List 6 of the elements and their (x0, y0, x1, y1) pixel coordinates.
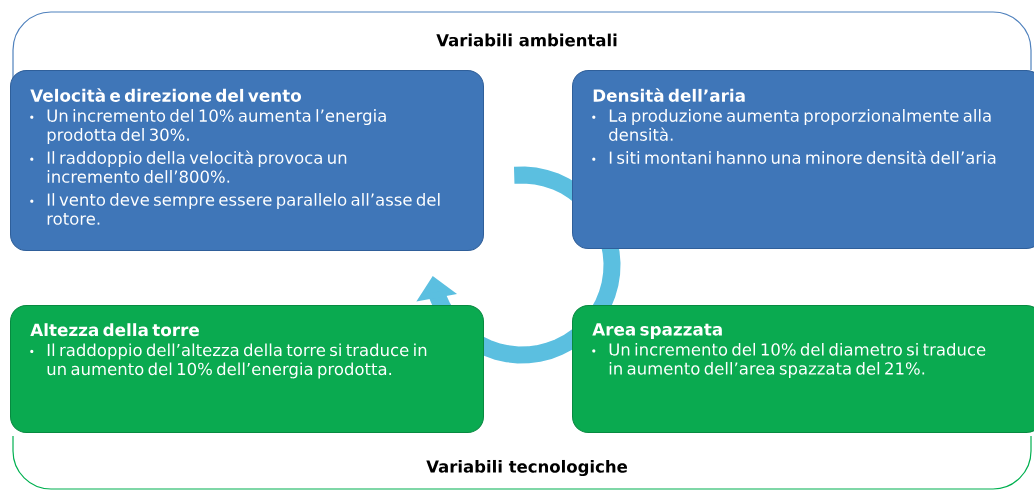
text-box: Area spazzata Un incremento del 10% del diametro si traduce in aumento dell’area spazzata del 21%. (572, 305, 1034, 433)
section-title: Variabili ambientali (436, 33, 617, 47)
text-box: Densità dell’aria La produzione aumenta proporzionalmente alla densità. I siti montani hanno una minore densità dell’aria (572, 70, 1034, 249)
text-box: Altezza della torre Il raddoppio dell’altezza della torre si traduce in un aumento del 10% dell’energia prodotta. (10, 305, 484, 433)
section-title: Variabili tecnologiche (426, 459, 628, 477)
text-box: Velocità e direzione del vento Un incremento del 10% aumenta l’energia prodotta del 30%. Il raddoppio della velocità provoca un incremento dell’800%. Il vento deve sempre essere parallelo all’asse del rotore. (10, 70, 484, 251)
